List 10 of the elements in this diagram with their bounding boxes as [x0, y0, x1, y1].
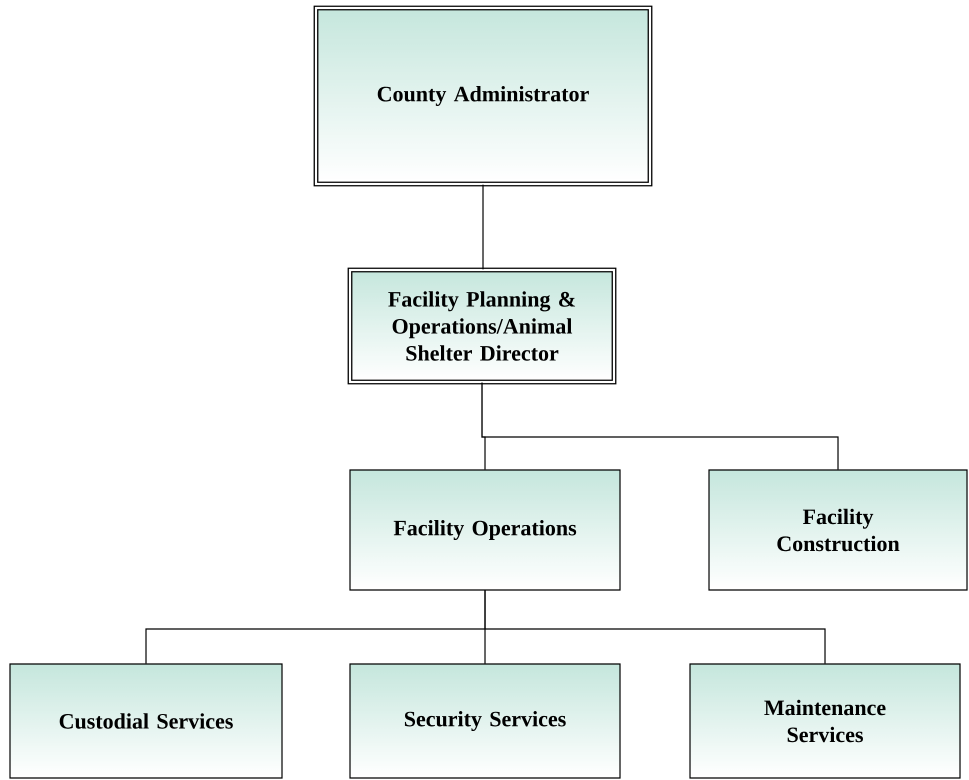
org-box: Maintenance Services — [689, 663, 961, 779]
org-box: Custodial Services — [9, 663, 283, 779]
connector-line — [482, 184, 484, 270]
org-box: Facility Construction — [708, 469, 968, 591]
org-box: County Administrator — [314, 6, 652, 186]
org-box: Facility Planning & Operations/Animal Shelter Director — [348, 268, 616, 384]
org-box: Security Services — [349, 663, 621, 779]
org-box: Facility Operations — [349, 469, 621, 591]
connector-line — [484, 590, 826, 664]
connector-line — [481, 382, 839, 470]
